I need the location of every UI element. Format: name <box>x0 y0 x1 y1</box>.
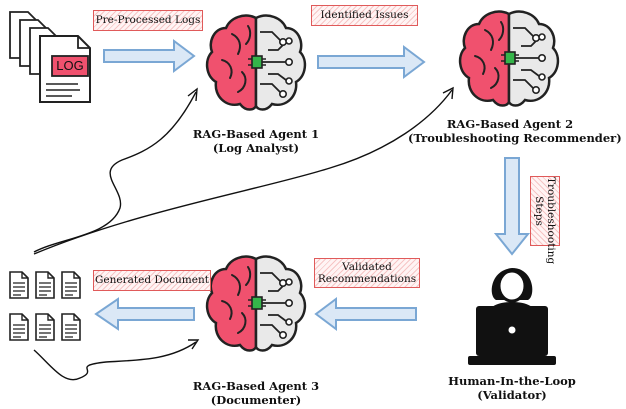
curve-to-agent2 <box>33 89 453 255</box>
tag-identified-issues: Identified Issues <box>311 5 418 26</box>
human-validator-icon <box>468 268 556 365</box>
log-icon-text: LOG <box>56 58 84 73</box>
tag-generated-document: Generated Document <box>93 270 211 291</box>
agent1-brain-icon <box>205 14 307 111</box>
agent1-label: RAG-Based Agent 1 (Log Analyst) <box>186 127 326 155</box>
agent3-brain-icon <box>205 255 307 352</box>
arrow-agent1-to-agent2 <box>317 45 426 79</box>
agent3-title: RAG-Based Agent 3 <box>192 379 320 393</box>
generated-documents-icon <box>9 271 81 341</box>
agent1-subtitle: (Log Analyst) <box>212 141 300 155</box>
tag-troubleshooting-steps: Troubleshooting Steps <box>530 176 560 265</box>
agent2-label: RAG-Based Agent 2 (Troubleshooting Recom… <box>408 117 622 145</box>
agent3-subtitle: (Documenter) <box>210 393 302 407</box>
curve-to-agent2-head <box>442 86 454 100</box>
agent2-title: RAG-Based Agent 2 <box>446 117 574 131</box>
human-label: Human-In-the-Loop (Validator) <box>442 374 582 402</box>
human-subtitle: (Validator) <box>477 388 547 402</box>
tag-validated-line1: Validated <box>342 261 392 273</box>
arrow-human-to-agent3 <box>314 297 417 331</box>
tag-troubleshooting-line2: Steps <box>533 196 545 226</box>
agent2-subtitle: (Troubleshooting Recommender) <box>408 131 622 145</box>
curve-to-agent3 <box>33 341 197 381</box>
curve-to-agent1 <box>33 91 197 253</box>
tag-troubleshooting-line1: Troubleshooting <box>545 177 557 265</box>
agent2-brain-icon <box>458 10 560 107</box>
curve-to-agent1-head <box>187 87 198 102</box>
agent1-title: RAG-Based Agent 1 <box>192 127 320 141</box>
log-files-icon <box>9 11 91 103</box>
tag-validated-recommendations: Validated Recommendations <box>314 258 420 288</box>
curve-to-agent3-head <box>188 339 200 350</box>
tag-preprocessed-logs: Pre-Processed Logs <box>93 10 203 31</box>
arrow-logs-to-agent1 <box>103 39 196 73</box>
arrow-agent2-to-human <box>493 157 531 256</box>
human-title: Human-In-the-Loop <box>448 374 576 388</box>
tag-validated-line2: Recommendations <box>317 273 417 285</box>
arrow-agent3-to-docs <box>94 297 195 331</box>
agent3-label: RAG-Based Agent 3 (Documenter) <box>186 379 326 407</box>
